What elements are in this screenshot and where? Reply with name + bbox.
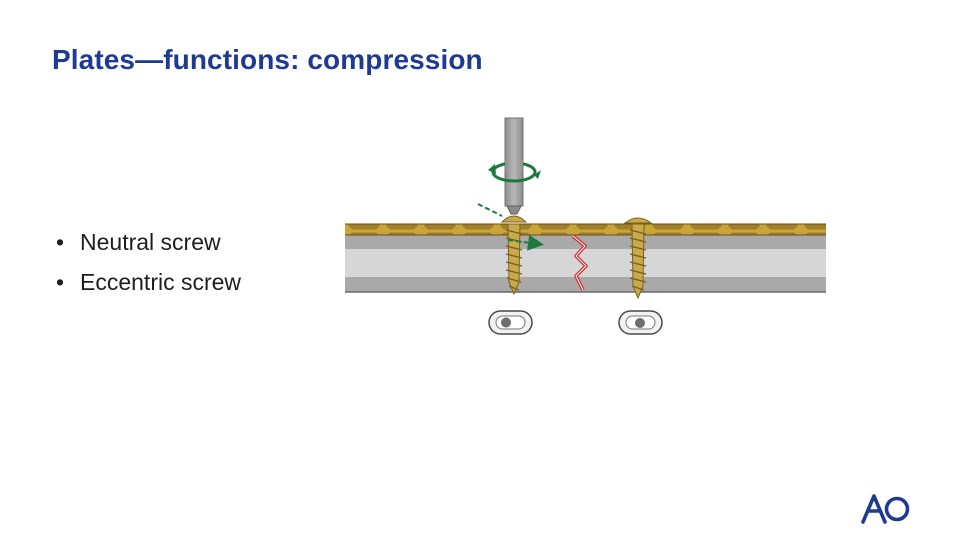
bullet-eccentric-screw: Eccentric screw — [56, 262, 241, 302]
ao-logo — [861, 494, 910, 524]
compression-arrow-icon — [477, 203, 544, 251]
bullet-list: Neutral screw Eccentric screw — [56, 222, 241, 302]
plate — [345, 223, 826, 236]
rotation-arrow-icon — [488, 160, 541, 183]
compression-diagram — [345, 117, 826, 335]
bone — [345, 234, 826, 293]
plate-hole-icon — [618, 310, 663, 335]
neutral-screw — [623, 217, 653, 300]
bullet-neutral-screw: Neutral screw — [56, 222, 241, 262]
slide-title: Plates—functions: compression — [52, 44, 483, 75]
plate-hole-icon — [488, 310, 533, 335]
screw-icon — [500, 215, 528, 223]
